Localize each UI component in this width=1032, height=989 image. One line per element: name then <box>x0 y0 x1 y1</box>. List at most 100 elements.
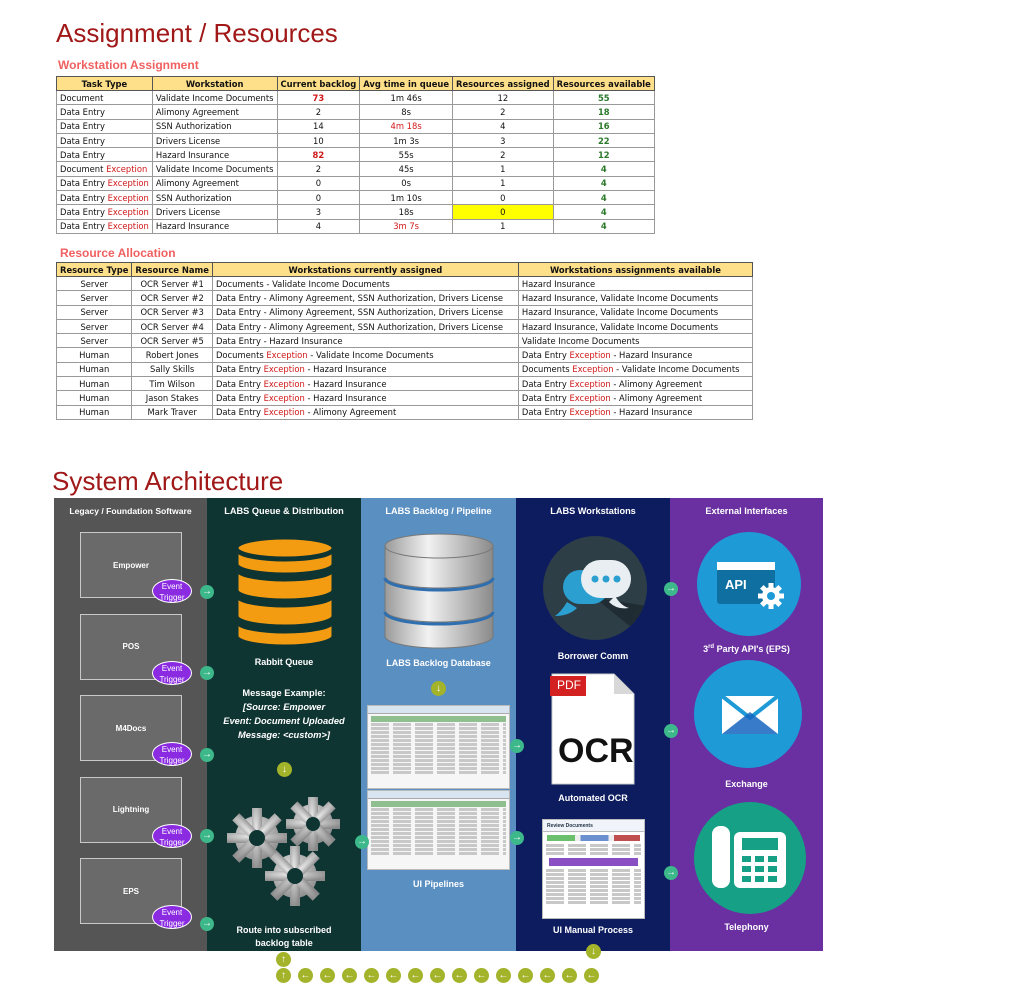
resource-type-cell: Server <box>55 333 133 349</box>
flow-left-arrow-icon: ← <box>584 968 599 983</box>
arrow-right-icon: → <box>510 831 524 845</box>
workstation-assignment-title: Workstation Assignment <box>58 58 199 72</box>
exception-tag: Exception <box>569 407 611 418</box>
backlog-cell: 4 <box>276 218 361 234</box>
workstation-text: Data Entry <box>521 407 570 418</box>
workstation-text: - Alimony Agreement <box>610 378 703 389</box>
task-type: Document <box>60 92 104 103</box>
manual-process-header: Review Documents <box>543 820 644 832</box>
backlog-cell: 0 <box>276 175 361 192</box>
flow-left-arrow-icon: ← <box>364 968 379 983</box>
available-workstations-cell: Validate Income Documents <box>517 333 754 349</box>
borrower-comm-icon <box>543 536 647 640</box>
workstation-text: - Alimony Agreement <box>304 407 397 418</box>
exception-tag: Exception <box>263 378 305 389</box>
telephony-label: Telephony <box>724 922 769 932</box>
assigned-workstations-cell: Data Entry Exception - Alimony Agreement <box>211 404 519 420</box>
flow-left-arrow-icon: ← <box>474 968 489 983</box>
legacy-system-label: EPS <box>122 886 139 896</box>
event-trigger-line-1: Event <box>161 582 183 591</box>
message-example-line-3: Message: <custom>] <box>238 730 330 740</box>
workstation-text: Documents <box>215 350 267 361</box>
task-type: Data Entry <box>60 178 105 189</box>
ocr-pdf-icon: PDF OCR <box>550 672 636 786</box>
workstation-text: - Hazard Insurance <box>304 364 387 375</box>
assigned-workstations-cell: Documents Exception - Validate Income Do… <box>211 347 519 363</box>
flow-left-arrow-icon: ← <box>496 968 511 983</box>
task-type-cell: Data Entry <box>56 104 153 120</box>
task-type-cell: Data Entry <box>56 118 153 134</box>
event-trigger-line-2: Trigger <box>159 919 185 928</box>
message-example-line-2: Event: Document Uploaded <box>223 716 345 726</box>
resources-available-cell: 4 <box>552 161 655 177</box>
resource-name-cell: Robert Jones <box>131 347 213 363</box>
column-header: Workstations currently assigned <box>211 262 519 277</box>
workstation-text: - Hazard Insurance <box>610 350 693 361</box>
flow-left-arrow-icon: ← <box>518 968 533 983</box>
backlog-cell: 10 <box>276 132 361 149</box>
arrow-right-icon: → <box>664 866 678 880</box>
workstation-text: - Alimony Agreement <box>610 393 703 404</box>
resources-available-cell: 4 <box>552 175 655 192</box>
workstation-text: Validate Income Documents <box>521 335 640 346</box>
column-header: Resource Type <box>55 262 133 277</box>
workstations-column: LABS Workstations Borrower Comm PDF OCR … <box>516 498 670 951</box>
backlog-cell: 82 <box>276 147 361 163</box>
resource-name-cell: OCR Server #5 <box>131 333 213 349</box>
backlog-cell: 2 <box>276 104 361 120</box>
flow-left-arrow-icon: ← <box>430 968 445 983</box>
resources-assigned-cell: 4 <box>452 118 554 134</box>
task-type-cell: Data Entry Exception <box>56 204 153 220</box>
task-type-cell: Data Entry Exception <box>56 175 153 192</box>
workstation-text: Data Entry <box>215 407 264 418</box>
arrow-right-icon: → <box>664 724 678 738</box>
resource-type-cell: Human <box>55 361 133 378</box>
resources-assigned-cell: 12 <box>452 89 554 106</box>
exception-tag: Exception <box>107 178 149 189</box>
workstation-text: Hazard Insurance, Validate Income Docume… <box>521 307 719 318</box>
api-icon: API <box>697 532 801 636</box>
telephony-icon <box>694 802 806 914</box>
workstation-text: Data Entry - Hazard Insurance <box>215 335 343 346</box>
api-text: API <box>725 577 747 592</box>
rabbit-queue-label: Rabbit Queue <box>254 657 314 667</box>
task-type-cell: Data Entry Exception <box>56 190 153 206</box>
column-header: Workstation <box>151 76 278 91</box>
workstation-text: - Hazard Insurance <box>304 393 387 404</box>
resource-name-cell: Tim Wilson <box>131 376 213 392</box>
event-trigger-line-2: Trigger <box>159 756 185 765</box>
resource-allocation-title: Resource Allocation <box>60 246 176 260</box>
assigned-workstations-cell: Documents - Validate Income Documents <box>211 275 519 292</box>
arrow-right-icon: → <box>200 748 214 762</box>
exception-tag: Exception <box>107 207 149 218</box>
available-workstations-cell: Hazard Insurance, Validate Income Docume… <box>517 290 754 306</box>
workstation-text: Data Entry <box>521 393 570 404</box>
exception-tag: Exception <box>569 393 611 404</box>
backlog-cell: 73 <box>276 89 361 106</box>
resources-available-cell: 18 <box>552 104 655 120</box>
legacy-column-title: Legacy / Foundation Software <box>69 506 192 516</box>
avg-time-cell: 1m 46s <box>359 89 454 106</box>
arrow-right-icon: → <box>510 739 524 753</box>
backlog-column-title: LABS Backlog / Pipeline <box>385 506 492 516</box>
external-column: External Interfaces API 3rd Party API's … <box>670 498 823 951</box>
resource-name-cell: OCR Server #3 <box>131 304 213 320</box>
workstation-text: Documents - Validate Income Documents <box>215 278 390 289</box>
arrow-right-icon: → <box>355 835 369 849</box>
column-header: Current backlog <box>276 76 361 91</box>
flow-down-arrow-icon: ↓ <box>586 944 601 959</box>
exception-tag: Exception <box>572 364 614 375</box>
workstation-text: Data Entry <box>215 364 264 375</box>
task-type: Data Entry <box>60 135 105 146</box>
message-example-title: Message Example: <box>242 688 326 698</box>
event-trigger-line-2: Trigger <box>159 674 185 684</box>
